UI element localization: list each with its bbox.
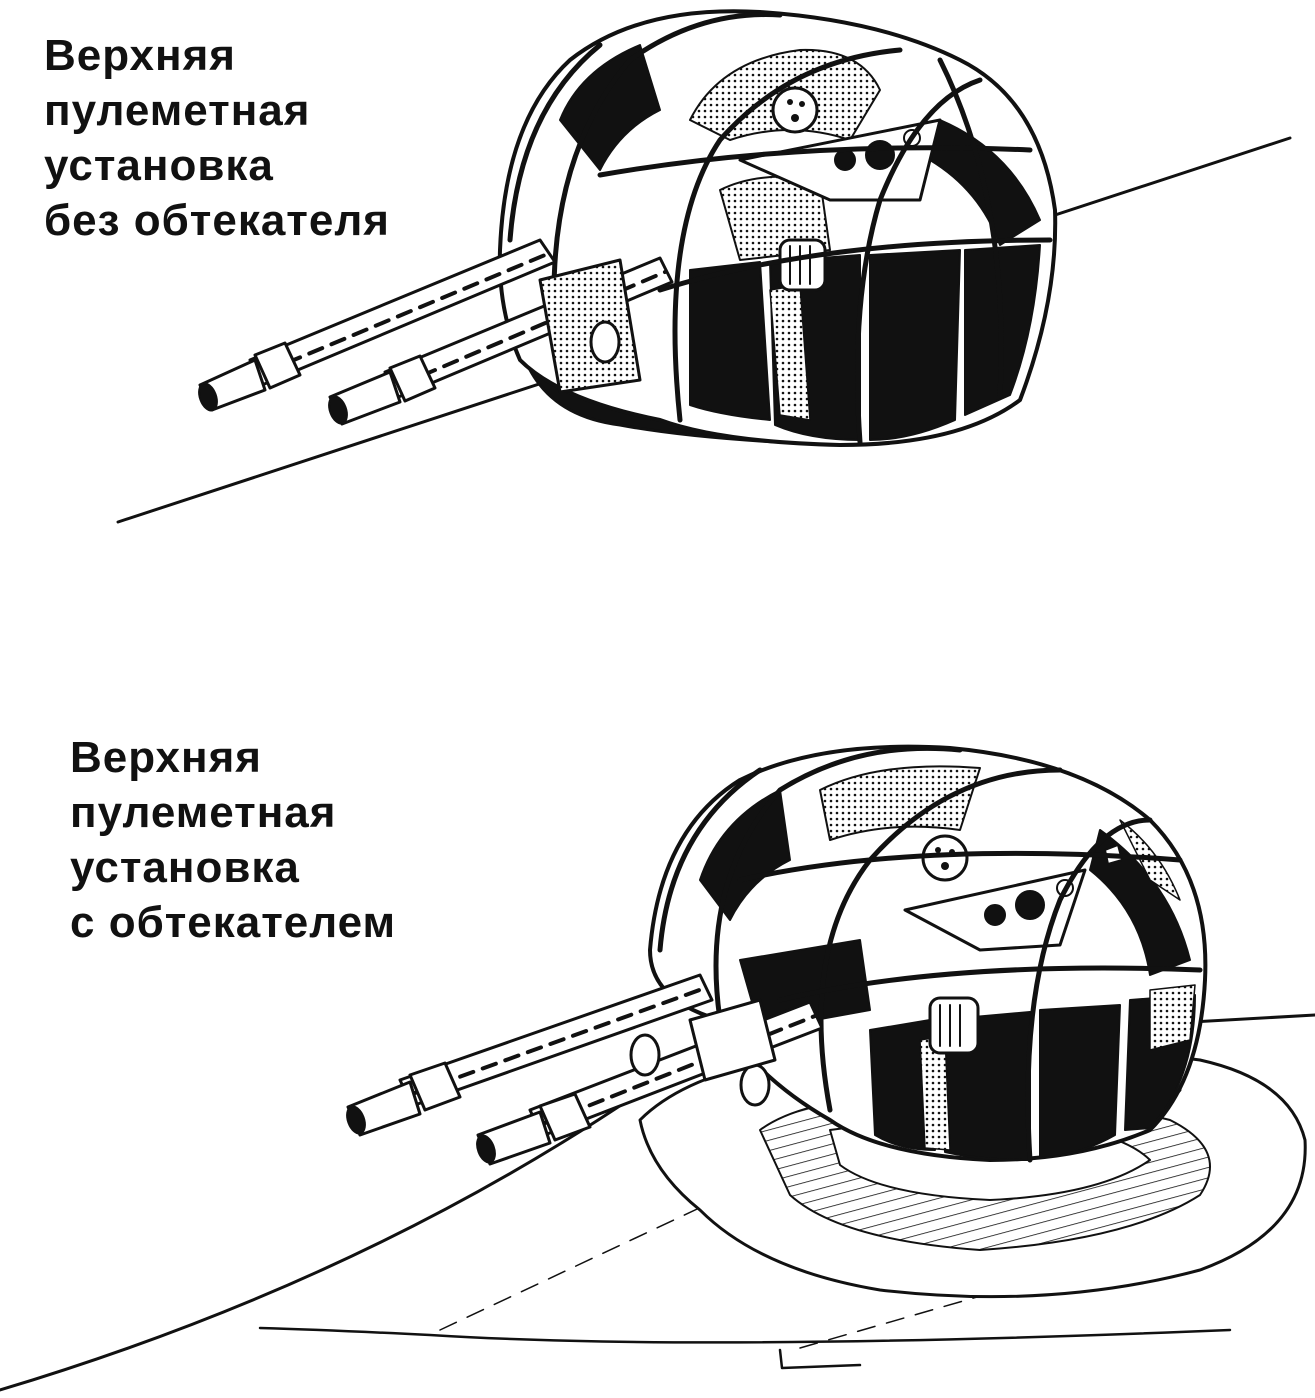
caption-bottom: Верхняя пулеметная установка с обтекател… [70,730,396,950]
turret-without-fairing-icon [116,9,1292,524]
glazing-pane-2 [559,44,661,171]
dome-frame-top [507,12,1053,445]
glazing-pane-6 [869,249,961,441]
ring-sight-top [771,86,819,134]
caption-top-line-1: Верхняя [44,31,236,80]
caption-bottom-line-1: Верхняя [70,733,262,782]
caption-bottom-line-2: пулеметная [70,788,337,837]
dome-frame-bottom [657,745,1203,1163]
twin-gun-barrels-top [198,238,674,426]
ammo-drum-bottom [928,996,980,1055]
caption-top-line-2: пулеметная [44,86,311,135]
caption-top-line-4: без обтекателя [44,196,390,245]
caption-top: Верхняя пулеметная установка без обтекат… [44,28,390,248]
caption-bottom-line-4: с обтекателем [70,898,397,947]
caption-bottom-line-3: установка [70,843,300,892]
caption-top-line-3: установка [44,141,274,190]
ammo-drum-top [778,238,827,292]
twin-gun-barrels-bottom [346,973,824,1166]
glazing-pane-4 [689,261,771,421]
turret-with-fairing-icon [0,744,1315,1392]
